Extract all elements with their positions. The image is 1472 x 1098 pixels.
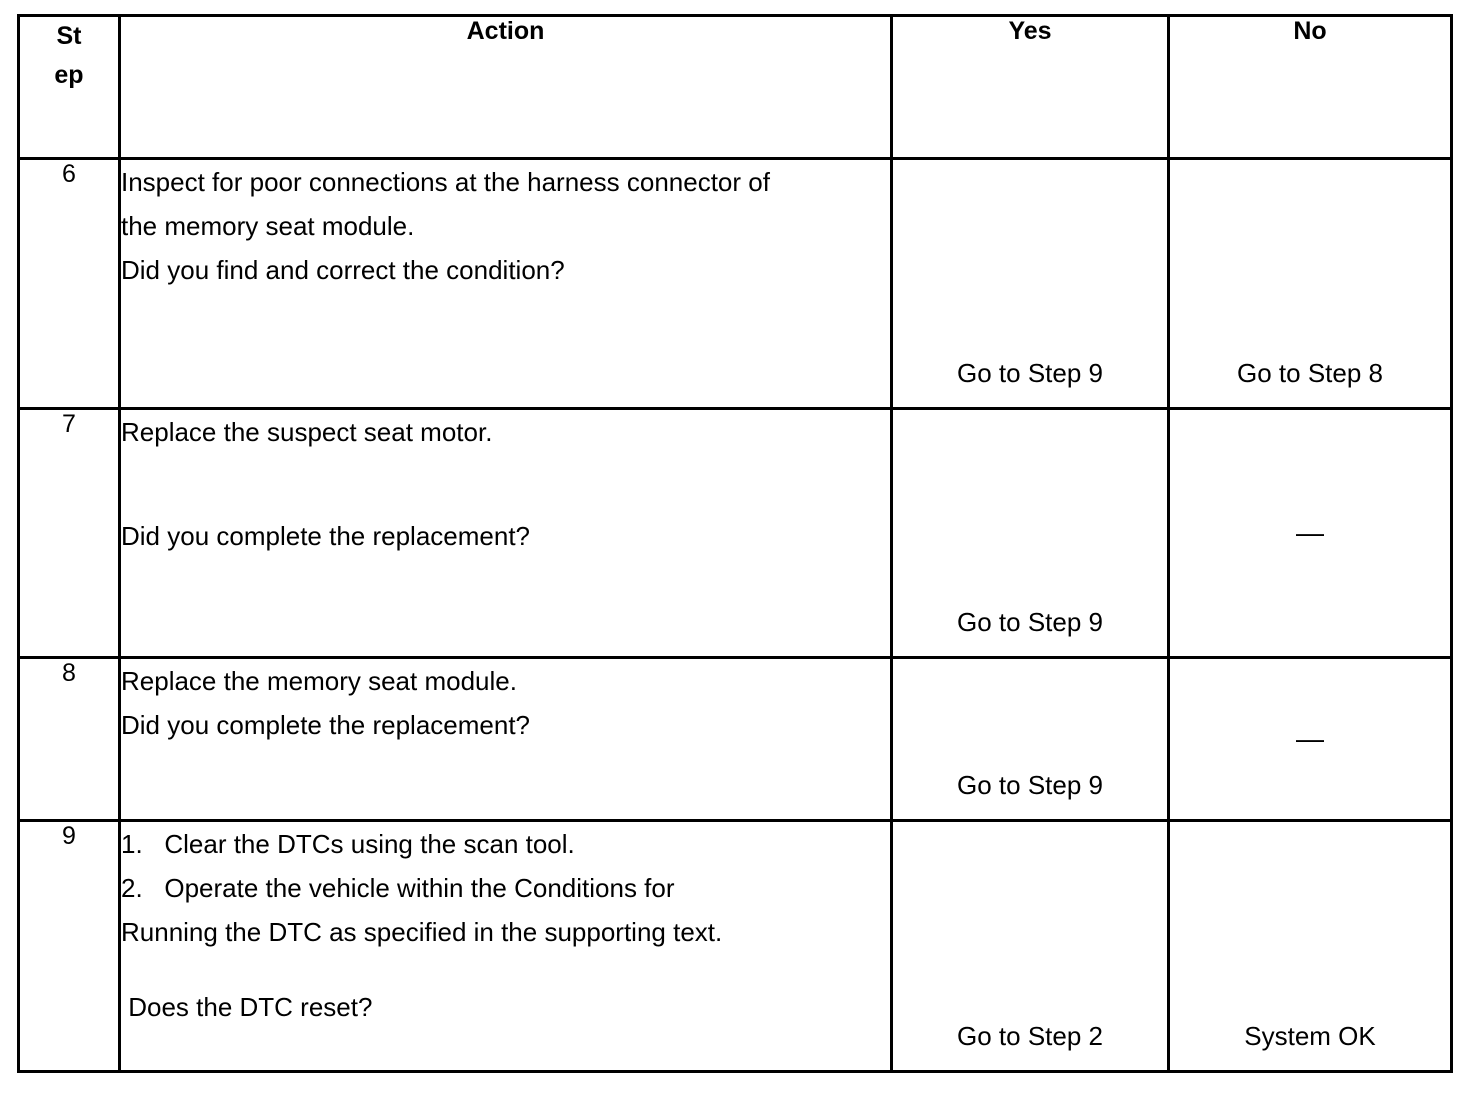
action-line-spacer (121, 955, 890, 985)
table-row: 9 1. Clear the DTCs using the scan tool.… (17, 819, 1453, 1073)
yes-value: Go to Step 9 (957, 607, 1103, 637)
action-line: Inspect for poor connections at the harn… (121, 167, 770, 197)
table-row: 7 Replace the suspect seat motor. Did yo… (17, 407, 1453, 659)
diagnostic-step-table: St ep Action Yes No 6 Inspect for poor c… (17, 14, 1453, 1073)
table-row: 8 Replace the memory seat module. Did yo… (17, 656, 1453, 822)
step-no-result: Go to Step 8 (1167, 157, 1453, 410)
step-action: Replace the memory seat module. Did you … (118, 656, 893, 822)
yes-value: Go to Step 9 (957, 358, 1103, 388)
action-line: 2. Operate the vehicle within the Condit… (121, 873, 675, 904)
step-yes-result: Go to Step 9 (890, 656, 1170, 822)
step-action: Replace the suspect seat motor. Did you … (118, 407, 893, 659)
step-yes-result: Go to Step 2 (890, 819, 1170, 1073)
action-line-spacer (121, 454, 890, 484)
action-line: Did you find and correct the condition? (121, 255, 565, 286)
step-no-result: System OK (1167, 819, 1453, 1073)
action-line: 1. Clear the DTCs using the scan tool. (121, 829, 575, 859)
column-header-step-line2: ep (54, 60, 84, 89)
no-value: — (1296, 723, 1324, 754)
action-line: the memory seat module. (121, 211, 415, 242)
step-number: 7 (17, 407, 121, 659)
column-header-step-stack: St ep (20, 17, 118, 95)
action-line: Replace the suspect seat motor. (121, 417, 493, 447)
action-line: Does the DTC reset? (121, 991, 373, 1022)
step-action: Inspect for poor connections at the harn… (118, 157, 893, 410)
no-value: Go to Step 8 (1237, 358, 1383, 388)
column-header-yes: Yes (890, 14, 1170, 160)
action-line-spacer (121, 484, 890, 514)
step-no-result: — (1167, 407, 1453, 659)
yes-value: Go to Step 9 (957, 770, 1103, 800)
step-no-result: — (1167, 656, 1453, 822)
action-line: Did you complete the replacement? (121, 710, 531, 741)
table-header-row: St ep Action Yes No (17, 14, 1453, 160)
yes-value: Go to Step 2 (957, 1021, 1103, 1051)
column-header-no: No (1167, 14, 1453, 160)
action-line: Running the DTC as specified in the supp… (121, 917, 723, 948)
table-row: 6 Inspect for poor connections at the ha… (17, 157, 1453, 410)
step-number: 8 (17, 656, 121, 822)
no-value: — (1296, 517, 1324, 548)
step-action: 1. Clear the DTCs using the scan tool. 2… (118, 819, 893, 1073)
column-header-action: Action (118, 14, 893, 160)
step-yes-result: Go to Step 9 (890, 407, 1170, 659)
step-number: 9 (17, 819, 121, 1073)
step-number: 6 (17, 157, 121, 410)
action-line: Did you complete the replacement? (121, 521, 531, 552)
column-header-step: St ep (17, 14, 121, 160)
step-yes-result: Go to Step 9 (890, 157, 1170, 410)
column-header-step-line1: St (56, 22, 82, 50)
no-value: System OK (1244, 1021, 1376, 1051)
action-line: Replace the memory seat module. (121, 666, 517, 696)
